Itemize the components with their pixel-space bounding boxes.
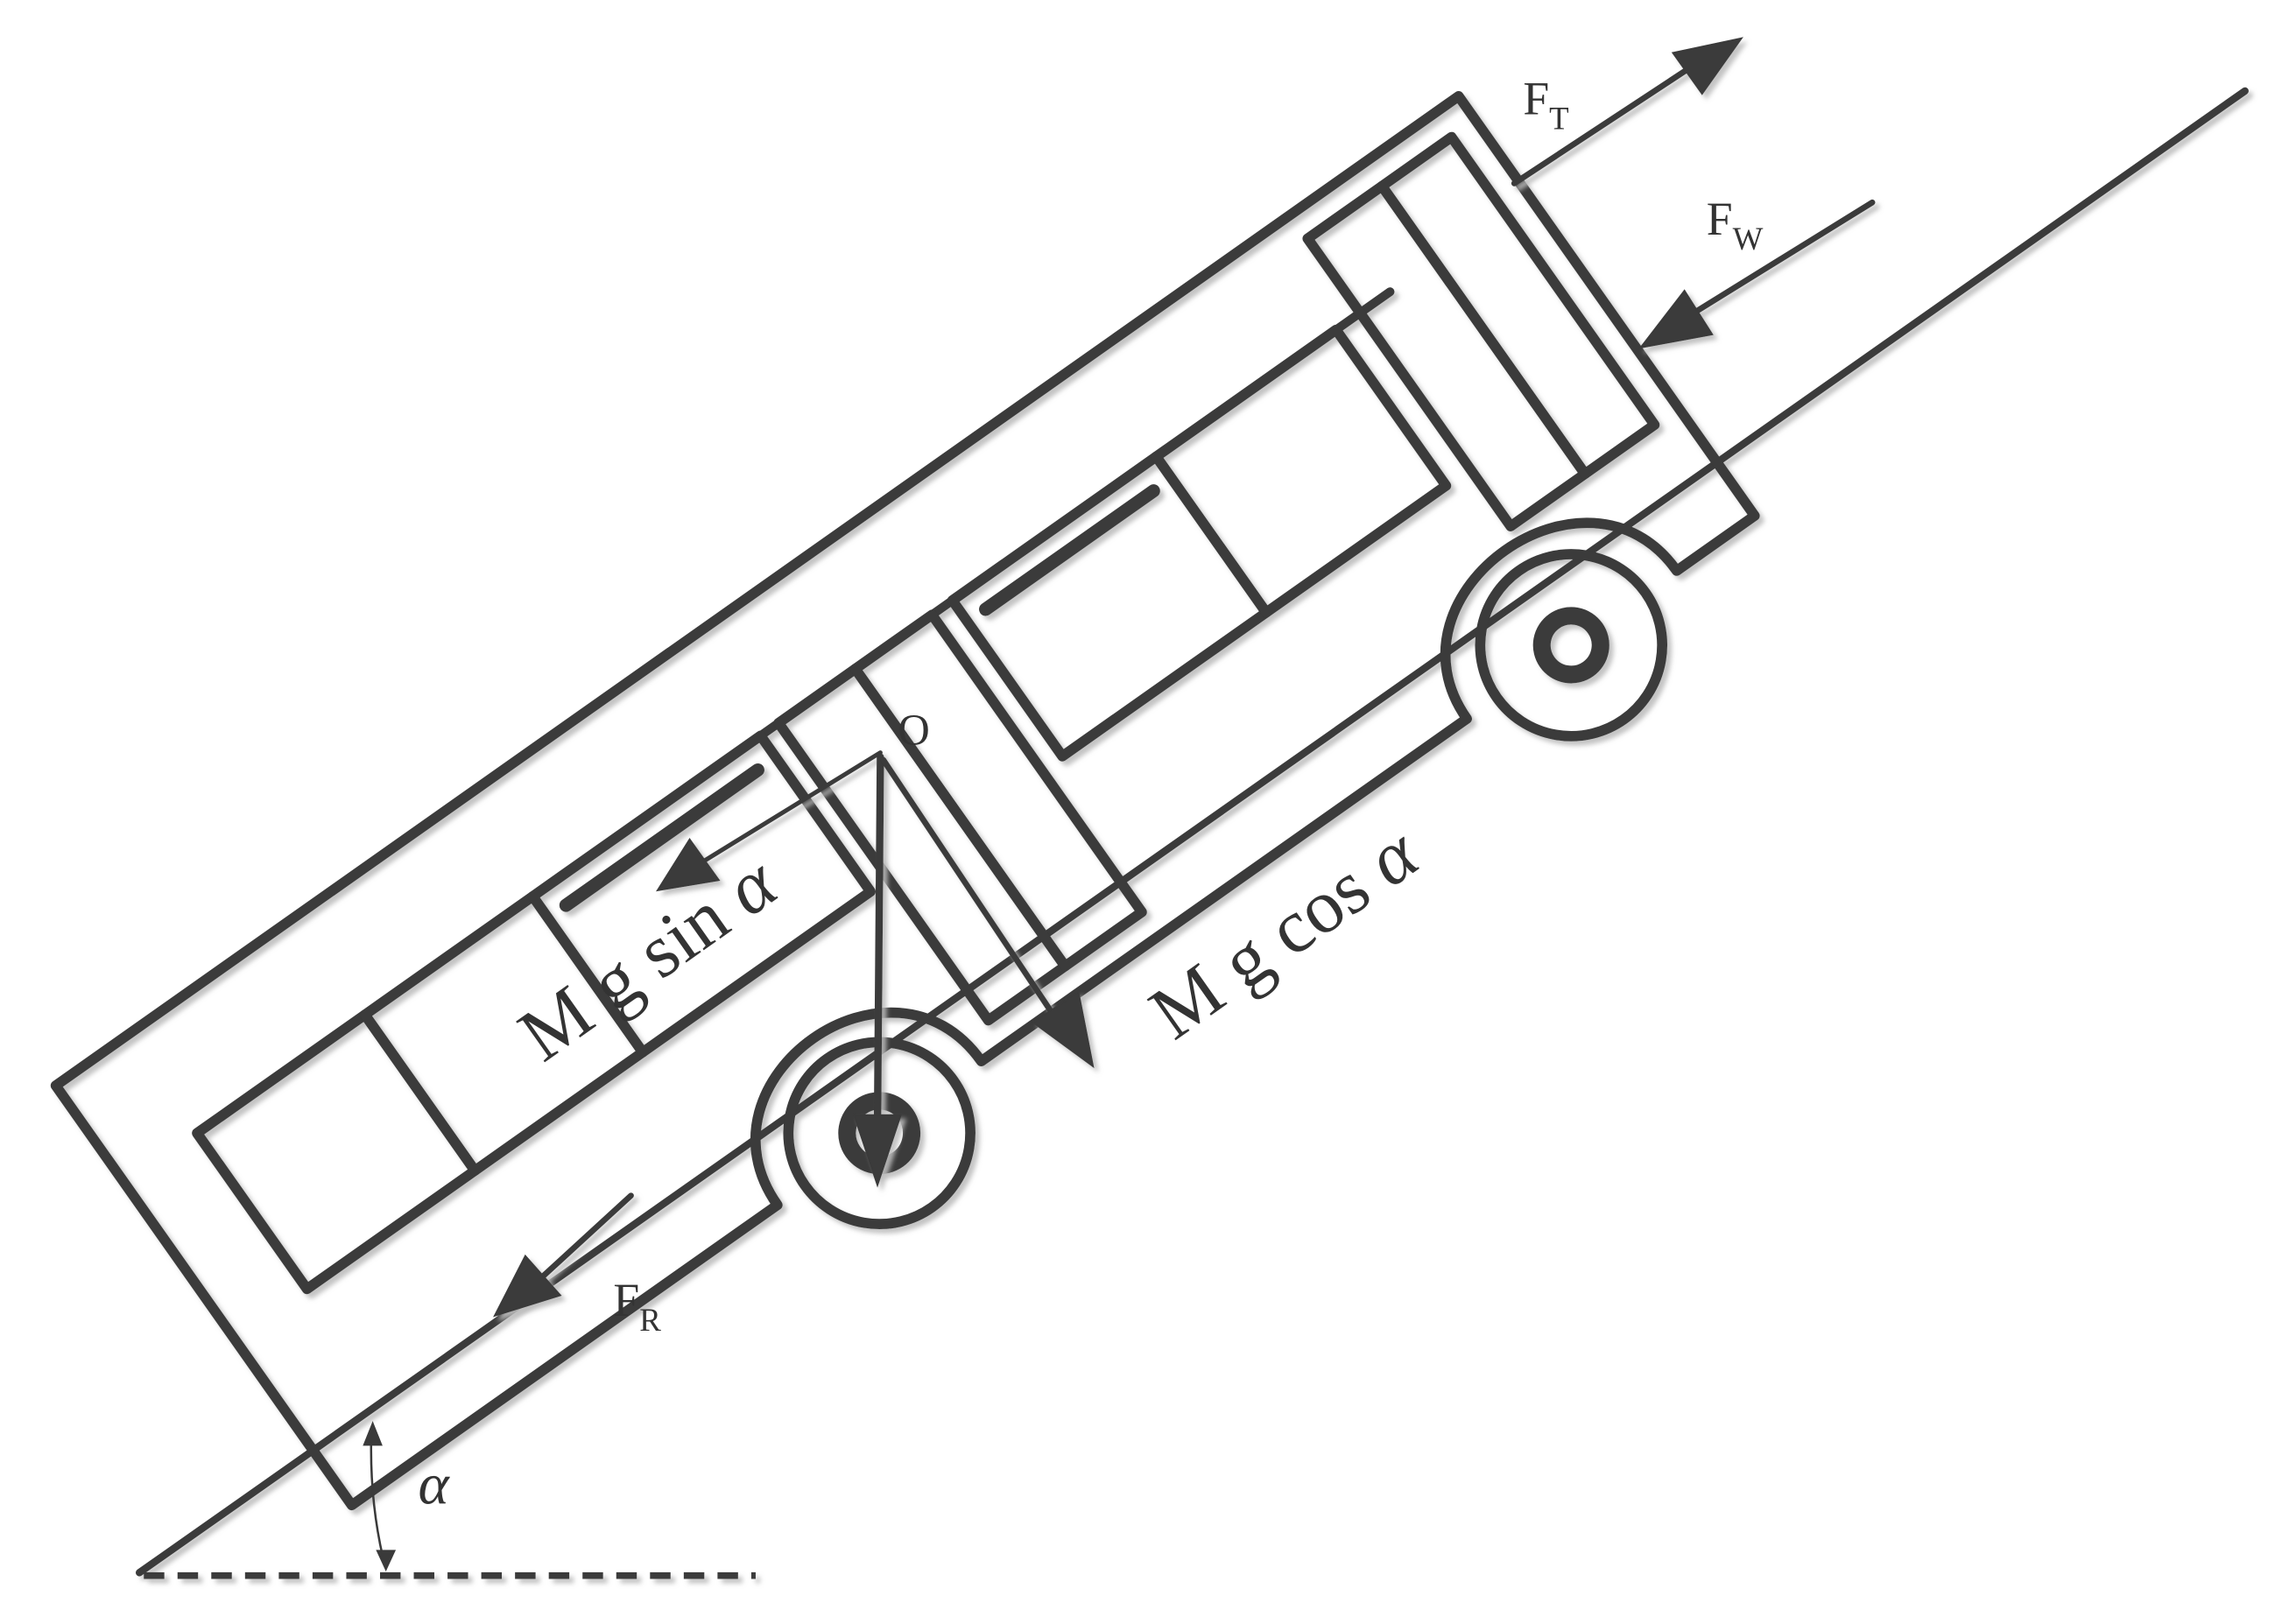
fr-arrow-shaft [539, 1192, 634, 1280]
middle-door-right [849, 609, 1147, 972]
alpha-arc [370, 1438, 386, 1564]
front-wheel [1475, 549, 1668, 742]
fr-arrow-head [493, 1254, 562, 1318]
rear-window-bar [559, 763, 764, 912]
mg-sin-label: M g sin α [504, 838, 793, 1077]
rear-wheel [783, 1037, 975, 1230]
ft-label: FT [1523, 73, 1568, 137]
front-window-bar [979, 484, 1160, 616]
mg-cos-arrow-shaft [880, 756, 1060, 1023]
mg-sin-arrow-head [655, 837, 721, 892]
alpha-label: α [419, 1452, 451, 1517]
ft-arrow-head [1671, 37, 1743, 95]
alpha-arc-head-bottom [376, 1550, 397, 1571]
rear-window-3 [527, 730, 877, 1058]
incline-line [135, 87, 2249, 1577]
ft-arrow-shaft [1511, 64, 1694, 186]
fw-label: FW [1707, 193, 1764, 257]
fr-label: FR [613, 1274, 661, 1338]
weight-arrow-shaft [873, 753, 884, 1134]
weight-arrow-head [853, 1114, 903, 1188]
rear-window-1 [192, 1009, 481, 1295]
alpha-arc-head-top [363, 1421, 383, 1446]
mg-sin-arrow-shaft [699, 750, 883, 865]
fw-arrow-head [1638, 289, 1714, 349]
mg-cos-arrow-head [1032, 990, 1095, 1069]
fw-arrow-shaft [1684, 199, 1876, 320]
bus [50, 91, 1760, 1511]
center-of-mass-label: O [898, 706, 929, 755]
bus-body-outline [50, 91, 1760, 1511]
front-door-right [1377, 131, 1660, 480]
front-window-2 [1151, 324, 1452, 618]
